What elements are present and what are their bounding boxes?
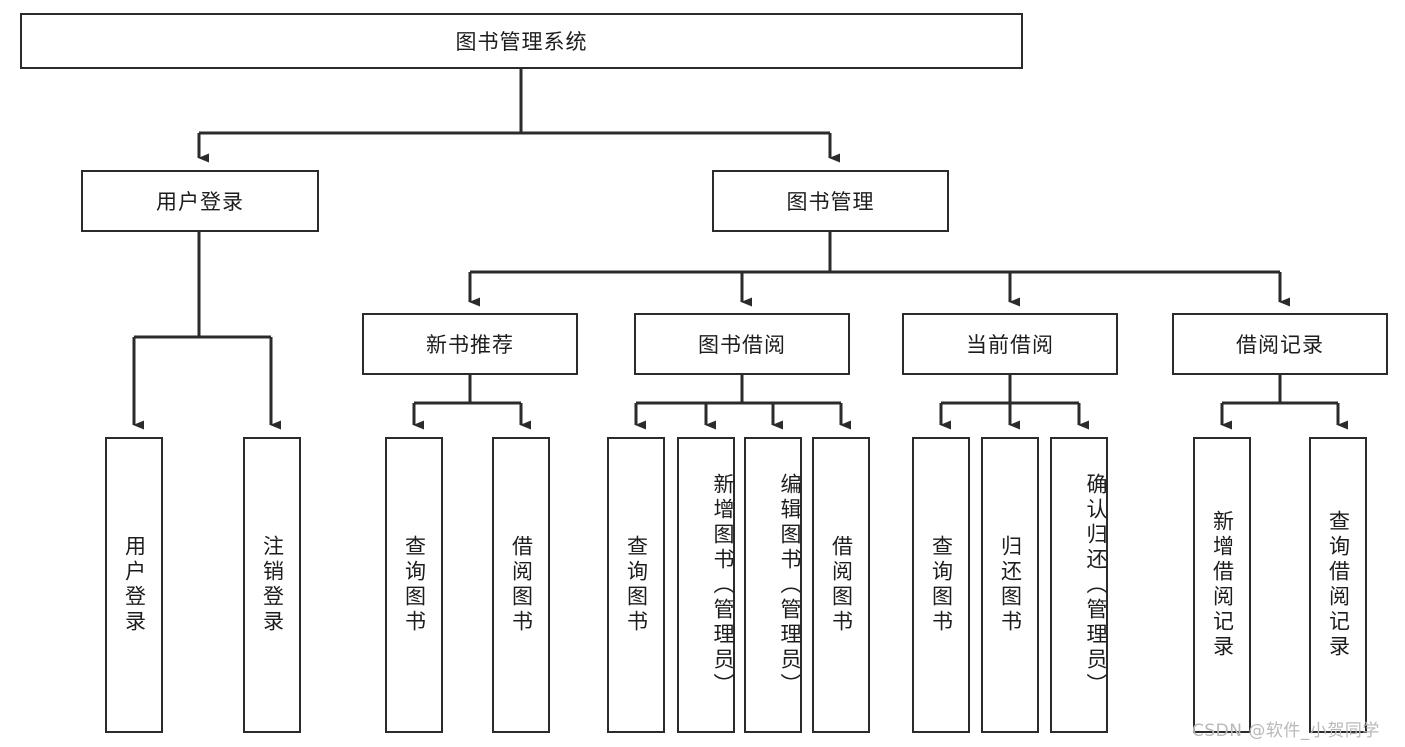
leaf-new-book-borrow[interactable]: 借阅图书 bbox=[492, 437, 550, 733]
node-new-book-recommend-label: 新书推荐 bbox=[426, 333, 514, 357]
leaf-book-borrow-borrow-label: 借阅图书 bbox=[829, 535, 854, 635]
leaf-current-borrow-confirm[interactable]: 确认归还（管理员） bbox=[1050, 437, 1108, 733]
leaf-user-login-login[interactable]: 用户登录 bbox=[105, 437, 163, 733]
leaf-book-borrow-query-label: 查询图书 bbox=[624, 535, 649, 635]
node-user-login-label: 用户登录 bbox=[156, 190, 244, 214]
leaf-borrow-record-query-label: 查询借阅记录 bbox=[1326, 510, 1351, 660]
node-current-borrow-label: 当前借阅 bbox=[966, 333, 1054, 357]
leaf-book-borrow-edit-label: 编辑图书（管理员） bbox=[778, 472, 802, 698]
leaf-borrow-record-query[interactable]: 查询借阅记录 bbox=[1309, 437, 1367, 733]
leaf-current-borrow-return-label: 归还图书 bbox=[998, 535, 1023, 635]
node-borrow-record[interactable]: 借阅记录 bbox=[1172, 313, 1388, 375]
node-user-login[interactable]: 用户登录 bbox=[81, 170, 319, 232]
leaf-current-borrow-query[interactable]: 查询图书 bbox=[912, 437, 970, 733]
node-book-manage-label: 图书管理 bbox=[786, 190, 875, 214]
leaf-new-book-borrow-label: 借阅图书 bbox=[509, 535, 534, 635]
node-borrow-record-label: 借阅记录 bbox=[1236, 333, 1324, 357]
node-book-manage[interactable]: 图书管理 bbox=[712, 170, 949, 232]
node-book-borrow[interactable]: 图书借阅 bbox=[634, 313, 850, 375]
leaf-current-borrow-return[interactable]: 归还图书 bbox=[981, 437, 1039, 733]
node-current-borrow[interactable]: 当前借阅 bbox=[902, 313, 1118, 375]
node-root-system[interactable]: 图书管理系统 bbox=[20, 13, 1023, 69]
node-book-borrow-label: 图书借阅 bbox=[698, 333, 786, 357]
leaf-book-borrow-query[interactable]: 查询图书 bbox=[607, 437, 665, 733]
leaf-new-book-query[interactable]: 查询图书 bbox=[385, 437, 443, 733]
csdn-watermark: CSDN @软件_小贺同学 bbox=[1192, 721, 1380, 741]
leaf-current-borrow-query-label: 查询图书 bbox=[929, 535, 954, 635]
leaf-book-borrow-add-label: 新增图书（管理员） bbox=[711, 472, 735, 698]
leaf-current-borrow-confirm-label: 确认归还（管理员） bbox=[1084, 472, 1108, 698]
node-root-system-label: 图书管理系统 bbox=[455, 30, 588, 54]
node-new-book-recommend[interactable]: 新书推荐 bbox=[362, 313, 578, 375]
leaf-borrow-record-add-label: 新增借阅记录 bbox=[1210, 510, 1235, 660]
leaf-user-login-logout-label: 注销登录 bbox=[260, 535, 285, 635]
leaf-user-login-logout[interactable]: 注销登录 bbox=[243, 437, 301, 733]
leaf-user-login-login-label: 用户登录 bbox=[122, 535, 147, 635]
leaf-borrow-record-add[interactable]: 新增借阅记录 bbox=[1193, 437, 1251, 733]
leaf-book-borrow-edit[interactable]: 编辑图书（管理员） bbox=[744, 437, 802, 733]
leaf-new-book-query-label: 查询图书 bbox=[402, 535, 427, 635]
leaf-book-borrow-borrow[interactable]: 借阅图书 bbox=[812, 437, 870, 733]
leaf-book-borrow-add[interactable]: 新增图书（管理员） bbox=[677, 437, 735, 733]
